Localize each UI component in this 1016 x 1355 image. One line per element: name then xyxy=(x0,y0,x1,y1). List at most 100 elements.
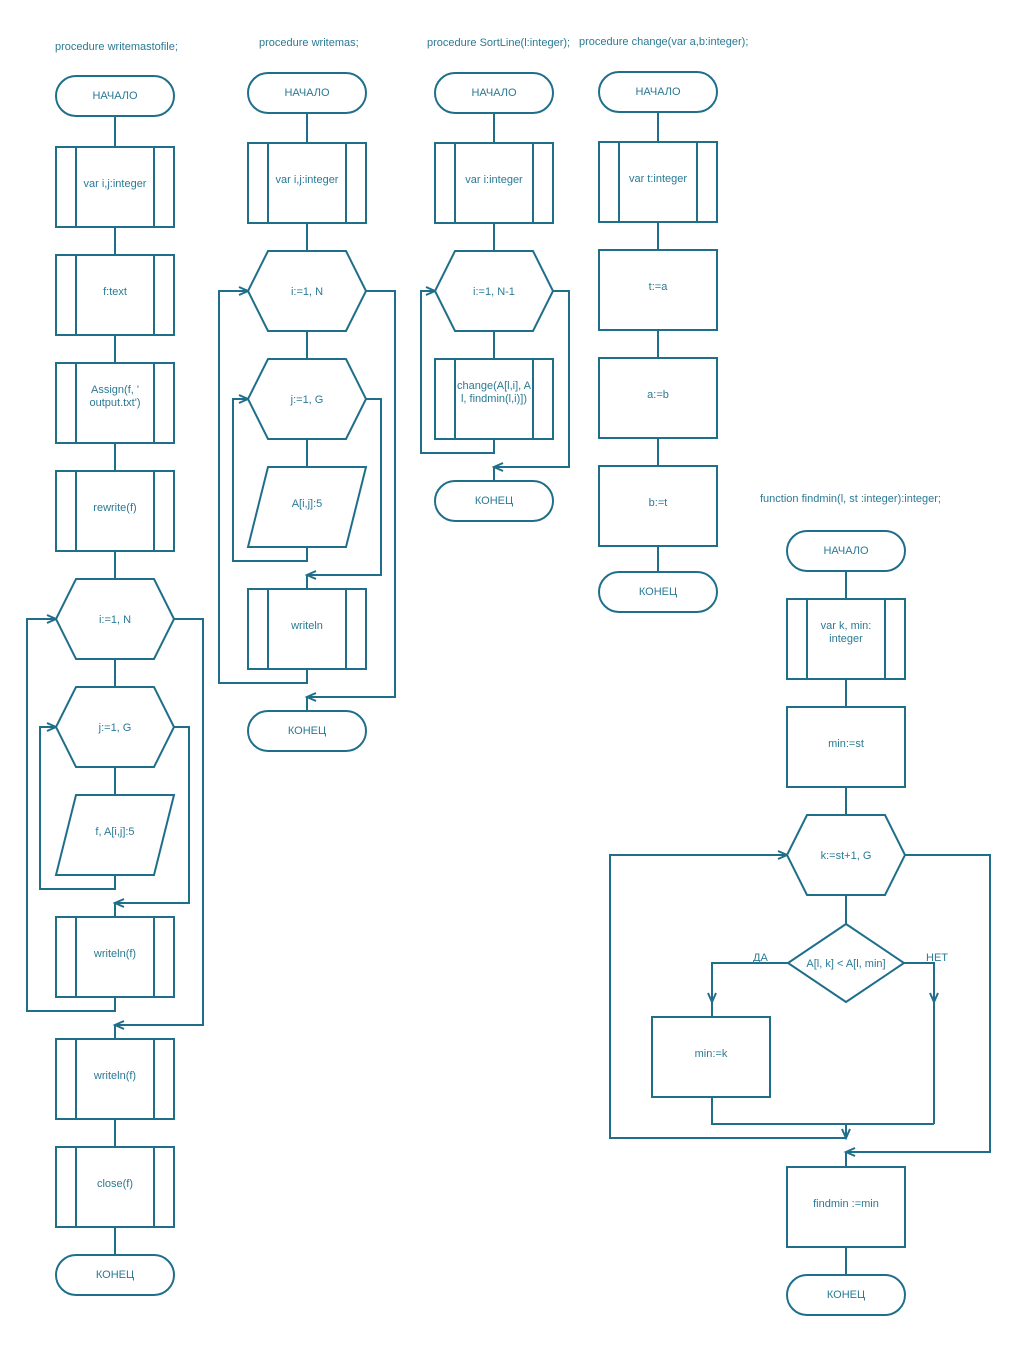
loop-block xyxy=(54,578,176,660)
node-label: КОНЕЦ xyxy=(288,725,326,737)
node-label: change(A[l,i], A xyxy=(457,380,532,392)
arrow-icon xyxy=(929,992,939,1005)
terminal-shape xyxy=(55,1254,175,1296)
node-label: var k, min: xyxy=(821,620,872,632)
terminal-block xyxy=(598,71,718,113)
node-label: КОНЕЦ xyxy=(96,1269,134,1281)
process-shape xyxy=(651,1016,771,1098)
predefined-block xyxy=(55,254,175,336)
node-label: НАЧАЛО xyxy=(471,87,517,99)
node-label: var i,j:integer xyxy=(84,178,147,190)
process-block xyxy=(598,249,718,331)
terminal-block xyxy=(247,72,367,114)
node-label: j:=1, G xyxy=(98,722,132,734)
node-label: var i:integer xyxy=(465,174,523,186)
connector-line xyxy=(494,290,570,468)
process-shape xyxy=(786,706,906,788)
process-shape xyxy=(786,1166,906,1248)
process-shape xyxy=(598,465,718,547)
arrow-icon xyxy=(304,570,317,580)
predefined-block xyxy=(55,362,175,444)
arrow-icon xyxy=(112,898,125,908)
node-label: f:text xyxy=(103,286,127,298)
predefined-block xyxy=(55,146,175,228)
node-label: A[l, k] < A[l, min] xyxy=(806,958,885,970)
decision-diamond-shape xyxy=(786,922,906,1004)
predefined-block xyxy=(786,598,906,680)
node-label: КОНЕЦ xyxy=(475,495,513,507)
node-label: var i,j:integer xyxy=(276,174,339,186)
chart-title: procedure change(var a,b:integer); xyxy=(579,36,748,48)
node-label: НАЧАЛО xyxy=(92,90,138,102)
loop-hexagon-shape xyxy=(433,250,555,332)
terminal-shape xyxy=(434,480,554,522)
connector-line xyxy=(218,290,308,684)
process-block xyxy=(598,465,718,547)
arrow-icon xyxy=(707,992,717,1005)
connector-line xyxy=(115,618,204,1026)
node-label: i:=1, N xyxy=(99,614,131,626)
loop-block xyxy=(246,250,368,332)
terminal-shape xyxy=(434,72,554,114)
node-label: min:=k xyxy=(695,1048,728,1060)
terminal-block xyxy=(434,480,554,522)
node-label: writeln xyxy=(290,620,323,632)
chart-title: procedure writemas; xyxy=(259,37,359,49)
arrow-icon xyxy=(304,692,317,702)
io-parallelogram-shape xyxy=(246,466,368,548)
io-block xyxy=(246,466,368,548)
terminal-shape xyxy=(598,571,718,613)
predefined-block xyxy=(598,141,718,223)
node-label: writeln(f) xyxy=(93,1070,136,1082)
node-label: f, A[i,j]:5 xyxy=(95,826,134,838)
predefined-block xyxy=(247,588,367,670)
loop-hexagon-shape xyxy=(246,358,368,440)
terminal-block xyxy=(247,710,367,752)
loop-hexagon-shape xyxy=(785,814,907,896)
terminal-shape xyxy=(786,1274,906,1316)
loop-hexagon-shape xyxy=(246,250,368,332)
chart-title: function findmin(l, st :integer):integer… xyxy=(760,493,941,505)
node-label: var t:integer xyxy=(629,173,687,185)
connector-line xyxy=(609,854,846,1139)
connector-line xyxy=(307,398,382,576)
node-label: A[i,j]:5 xyxy=(292,498,323,510)
chart-title: procedure SortLine(l:integer); xyxy=(427,37,570,49)
node-label: min:=st xyxy=(828,738,864,750)
connector-line xyxy=(711,1097,934,1125)
chart-title: procedure writemastofile; xyxy=(55,41,178,53)
arrow-icon xyxy=(843,1147,856,1157)
node-label: НАЧАЛО xyxy=(823,545,869,557)
io-block xyxy=(54,794,176,876)
connector-line xyxy=(26,618,116,1012)
predefined-block xyxy=(55,916,175,998)
node-label: t:=a xyxy=(649,281,669,293)
process-shape xyxy=(598,357,718,439)
predefined-block xyxy=(55,1038,175,1120)
node-label: close(f) xyxy=(97,1178,133,1190)
node-label: КОНЕЦ xyxy=(639,586,677,598)
terminal-shape xyxy=(247,710,367,752)
terminal-block xyxy=(598,571,718,613)
loop-hexagon-shape xyxy=(54,578,176,660)
node-label: i:=1, N-1 xyxy=(473,286,515,298)
node-label: НАЧАЛО xyxy=(284,87,330,99)
terminal-shape xyxy=(786,530,906,572)
loop-hexagon-shape xyxy=(54,686,176,768)
branch-label-yes: ДА xyxy=(753,952,768,964)
node-label: writeln(f) xyxy=(93,948,136,960)
predefined-block xyxy=(55,470,175,552)
node-label: i:=1, N xyxy=(291,286,323,298)
process-block xyxy=(786,706,906,788)
node-label: rewrite(f) xyxy=(93,502,136,514)
connector-line xyxy=(420,290,495,454)
arrow-icon xyxy=(112,1020,125,1030)
connector-line xyxy=(711,962,788,1017)
process-block xyxy=(651,1016,771,1098)
branch-label-no: НЕТ xyxy=(926,952,948,964)
arrow-icon xyxy=(491,462,504,472)
process-shape xyxy=(598,249,718,331)
loop-block xyxy=(785,814,907,896)
node-label: findmin :=min xyxy=(813,1198,879,1210)
